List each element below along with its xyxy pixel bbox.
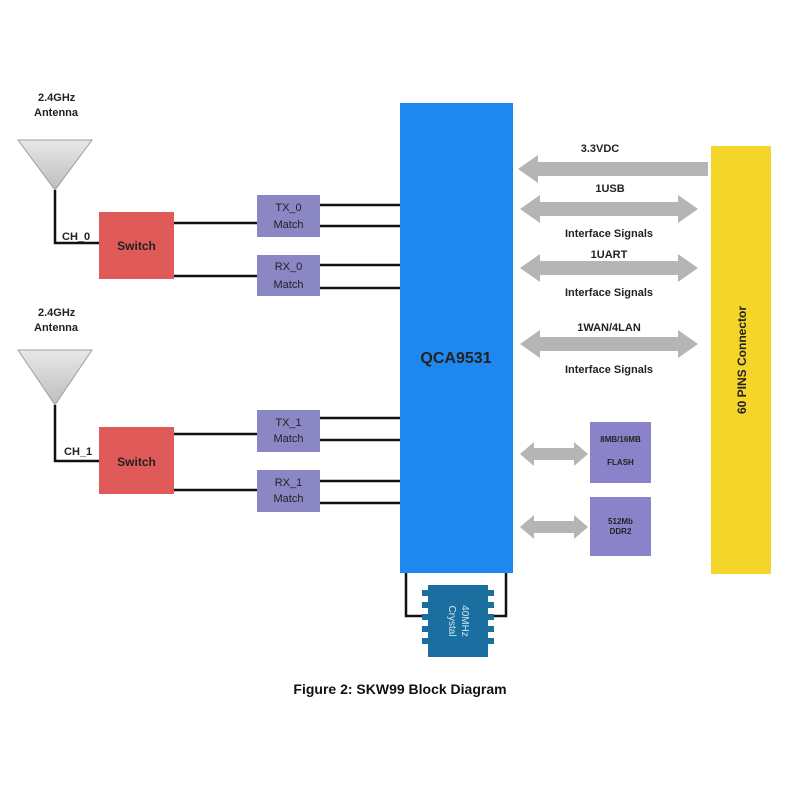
match-tx0: TX_0 Match — [257, 195, 320, 237]
crystal-body — [428, 585, 488, 657]
wan-lan-interface-label: Interface Signals — [565, 364, 653, 376]
power-arrow — [518, 155, 708, 183]
flash-line1: 8MB/16MB — [600, 435, 641, 444]
match-soc-wires — [320, 203, 400, 505]
antenna-1-feed-line — [53, 405, 100, 463]
antenna-1-label-line2: Antenna — [34, 322, 79, 334]
match-tx0-box — [257, 195, 320, 237]
ddr-line2: DDR2 — [610, 527, 632, 536]
match-rx0: RX_0 Match — [257, 255, 320, 296]
power-label: 3.3VDC — [581, 143, 620, 155]
flash-arrow — [520, 442, 588, 466]
antenna-0-label-line1: 2.4GHz — [38, 92, 76, 104]
match-tx1-box — [257, 410, 320, 452]
ddr-block: 512Mb DDR2 — [590, 497, 651, 556]
antenna-0-feed-line — [53, 190, 100, 245]
wan-lan-label: 1WAN/4LAN — [577, 322, 641, 334]
usb-arrow — [520, 195, 698, 223]
channel-1-label: CH_1 — [64, 446, 92, 458]
switch-0-box — [99, 212, 174, 279]
match-tx0-line2: Match — [274, 219, 304, 231]
soc-label: QCA9531 — [420, 350, 491, 367]
ddr-line1: 512Mb — [608, 517, 633, 526]
flash-line2: FLASH — [607, 458, 634, 467]
crystal-pins — [422, 590, 494, 644]
switch-0: Switch — [99, 212, 174, 279]
connector-label: 60 PINS Connector — [735, 306, 749, 414]
soc-box — [400, 103, 513, 573]
crystal-label-line1: 40MHz — [459, 605, 470, 637]
match-tx1-line2: Match — [274, 433, 304, 445]
interface-arrows — [518, 155, 708, 539]
uart-arrow — [520, 254, 698, 282]
crystal-label-line2: Crystal — [446, 605, 457, 636]
switch-0-label: Switch — [117, 239, 156, 253]
crystal: 40MHz Crystal — [422, 585, 494, 657]
soc-qca9531: QCA9531 — [400, 103, 513, 573]
uart-interface-label: Interface Signals — [565, 287, 653, 299]
match-rx1-line1: RX_1 — [275, 477, 303, 489]
switch-1-label: Switch — [117, 455, 156, 469]
connector-60pin: 60 PINS Connector — [711, 146, 771, 574]
figure-caption: Figure 2: SKW99 Block Diagram — [293, 681, 507, 697]
uart-label: 1UART — [591, 249, 628, 261]
match-rx0-box — [257, 255, 320, 296]
match-tx1: TX_1 Match — [257, 410, 320, 452]
switch-1: Switch — [99, 427, 174, 494]
usb-interface-label: Interface Signals — [565, 228, 653, 240]
usb-label: 1USB — [595, 183, 624, 195]
antenna-0: 2.4GHz Antenna CH_0 — [17, 92, 100, 245]
match-rx1-line2: Match — [274, 493, 304, 505]
ddr-arrow — [520, 515, 588, 539]
flash-box — [590, 422, 651, 483]
match-rx1: RX_1 Match — [257, 470, 320, 512]
match-tx1-line1: TX_1 — [275, 417, 301, 429]
antenna-0-icon — [17, 139, 93, 191]
antenna-0-label-line2: Antenna — [34, 107, 79, 119]
channel-0-label: CH_0 — [62, 231, 90, 243]
wan-lan-arrow — [520, 330, 698, 358]
match-tx0-line1: TX_0 — [275, 202, 301, 214]
flash-block: 8MB/16MB FLASH — [590, 422, 651, 483]
antenna-1-label-line1: 2.4GHz — [38, 307, 76, 319]
switch-1-box — [99, 427, 174, 494]
match-rx0-line1: RX_0 — [275, 261, 303, 273]
match-rx0-line2: Match — [274, 279, 304, 291]
switch-match-wires — [173, 221, 258, 492]
ddr-box — [590, 497, 651, 556]
connector-box — [711, 146, 771, 574]
antenna-1: 2.4GHz Antenna CH_1 — [17, 307, 100, 463]
match-rx1-box — [257, 470, 320, 512]
antenna-1-icon — [17, 349, 93, 406]
